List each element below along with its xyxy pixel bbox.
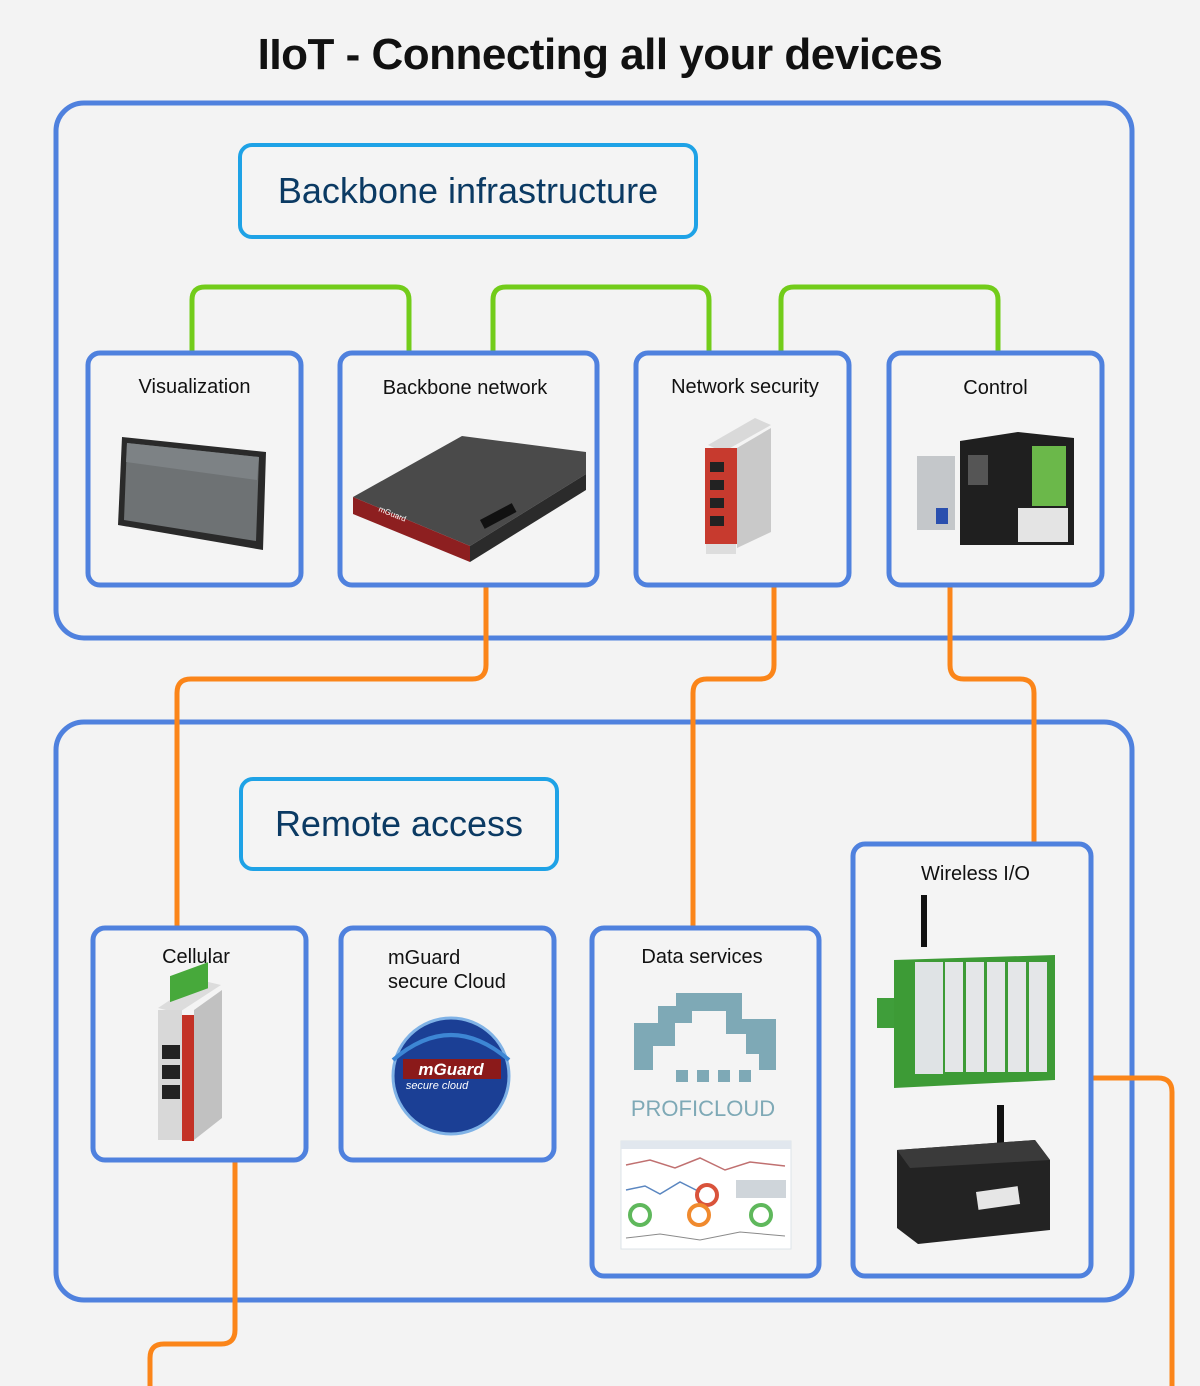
section-label-backbone: Backbone infrastructure [238, 143, 698, 239]
green-connector-2 [490, 284, 712, 352]
backbone-container [53, 100, 1135, 641]
page-title: IIoT - Connecting all your devices [257, 30, 943, 79]
orange-connector-security-data [690, 587, 777, 927]
node-title-visualization: Visualization [138, 376, 251, 398]
wireless-io-modules-image [877, 895, 1055, 1088]
mguard-logo-text: mGuard [418, 1060, 484, 1079]
node-title-control: Control [963, 377, 1028, 399]
section-label-remote: Remote access [239, 777, 559, 871]
panel-pc-image [118, 437, 266, 550]
orange-connector-control-wireless [947, 587, 1037, 843]
cellular-router-image [158, 962, 222, 1141]
node-title-data-services: Data services [641, 946, 763, 968]
orange-connector-backbone-cellular [174, 587, 489, 927]
node-title-backbone-network: Backbone network [382, 377, 548, 399]
dashboard-screenshot-image [620, 1140, 792, 1250]
security-appliance-image [705, 418, 771, 554]
node-title-cellular: Cellular [162, 946, 230, 968]
node-title-mguard-line1: mGuard [388, 947, 461, 969]
rack-router-image: mGuard [353, 436, 586, 562]
green-connector-1 [189, 284, 412, 352]
orange-connector-cellular-out [147, 1160, 238, 1386]
proficloud-logo-text: PROFICLOUD [631, 1096, 775, 1121]
mguard-logo-subtext: secure cloud [406, 1080, 469, 1092]
node-title-network-security: Network security [671, 376, 819, 398]
node-title-mguard-line2: secure Cloud [388, 971, 506, 993]
controller-image [917, 432, 1074, 545]
green-connector-3 [778, 284, 1001, 352]
node-title-wireless-io: Wireless I/O [921, 863, 1030, 885]
remote-container [53, 719, 1135, 1303]
mguard-cloud-logo: mGuard secure cloud [391, 1016, 511, 1136]
proficloud-logo: PROFICLOUD [631, 993, 776, 1121]
wireless-enclosure-image [897, 1105, 1050, 1244]
orange-connector-wireless-out [1092, 1075, 1175, 1386]
